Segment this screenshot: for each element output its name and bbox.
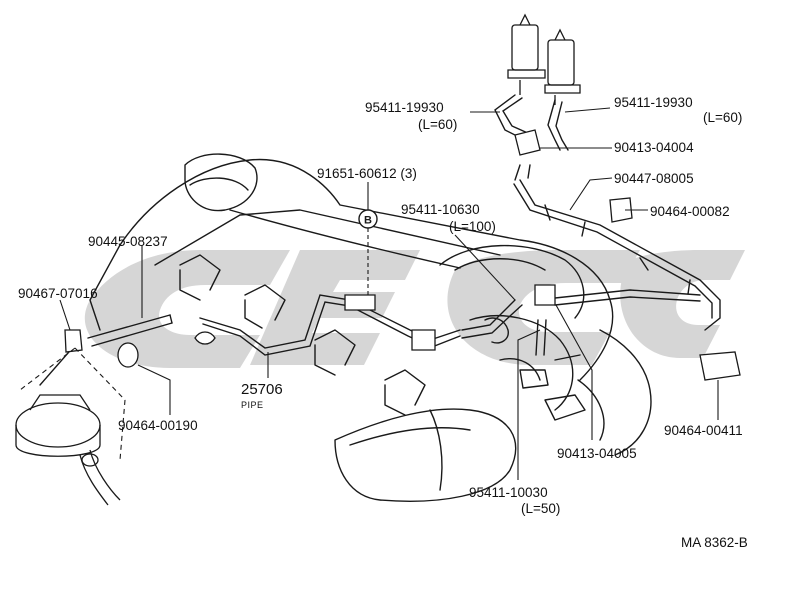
vsv-valves: [507, 13, 581, 105]
label-90467-07016: 90467-07016: [18, 286, 98, 301]
label-95411-10030: 95411-10030: [469, 485, 548, 500]
label-length-60-left: (L=60): [418, 117, 458, 132]
label-length-100: (L=100): [449, 219, 496, 234]
label-95411-19930-left: 95411-19930: [365, 100, 444, 115]
label-95411-10630: 95411-10630: [401, 202, 480, 217]
label-90445-08237: 90445-08237: [88, 234, 168, 249]
label-90464-00190: 90464-00190: [118, 418, 198, 433]
label-length-50: (L=50): [521, 501, 561, 516]
bolt-symbol: B: [364, 215, 372, 227]
label-90447-08005: 90447-08005: [614, 171, 694, 186]
label-length-60-right: (L=60): [703, 110, 743, 125]
canister: [15, 394, 121, 506]
label-25706: 25706: [241, 381, 283, 398]
label-90413-04005: 90413-04005: [557, 446, 637, 461]
diagram-reference: MA 8362-B: [681, 535, 748, 550]
label-91651-60612: 91651-60612 (3): [317, 166, 417, 181]
label-90413-04004: 90413-04004: [614, 140, 694, 155]
label-90464-00411: 90464-00411: [664, 423, 743, 438]
connectors: [64, 129, 741, 381]
label-pipe: PIPE: [241, 400, 264, 410]
leader-lines: [19, 107, 719, 480]
label-90464-00082: 90464-00082: [650, 204, 730, 219]
label-95411-19930-right: 95411-19930: [614, 95, 693, 110]
engine-outline: [89, 153, 652, 502]
